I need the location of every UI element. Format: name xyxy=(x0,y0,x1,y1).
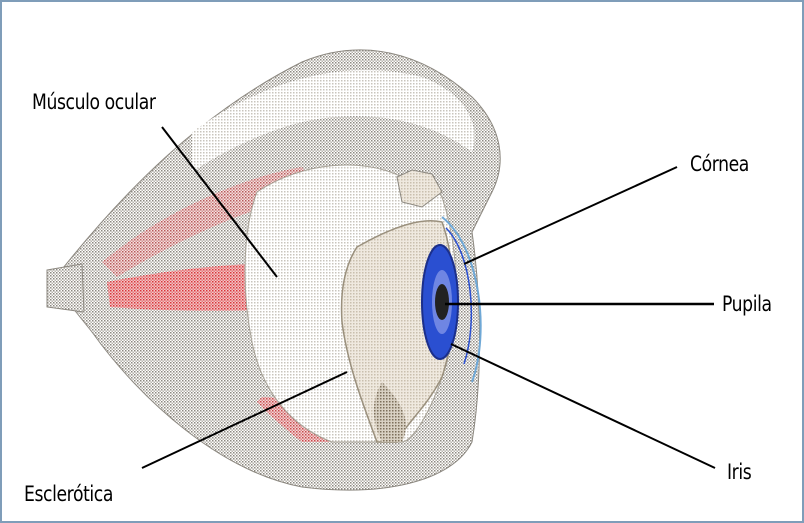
label-muscle: Músculo ocular xyxy=(32,90,156,114)
pupil xyxy=(435,284,449,320)
iris-leader-line xyxy=(451,344,715,468)
label-iris: Iris xyxy=(727,460,751,484)
optic-nerve xyxy=(47,264,84,312)
label-cornea: Córnea xyxy=(690,152,749,176)
label-sclera: Esclerótica xyxy=(24,482,113,506)
label-pupil: Pupila xyxy=(722,292,772,316)
